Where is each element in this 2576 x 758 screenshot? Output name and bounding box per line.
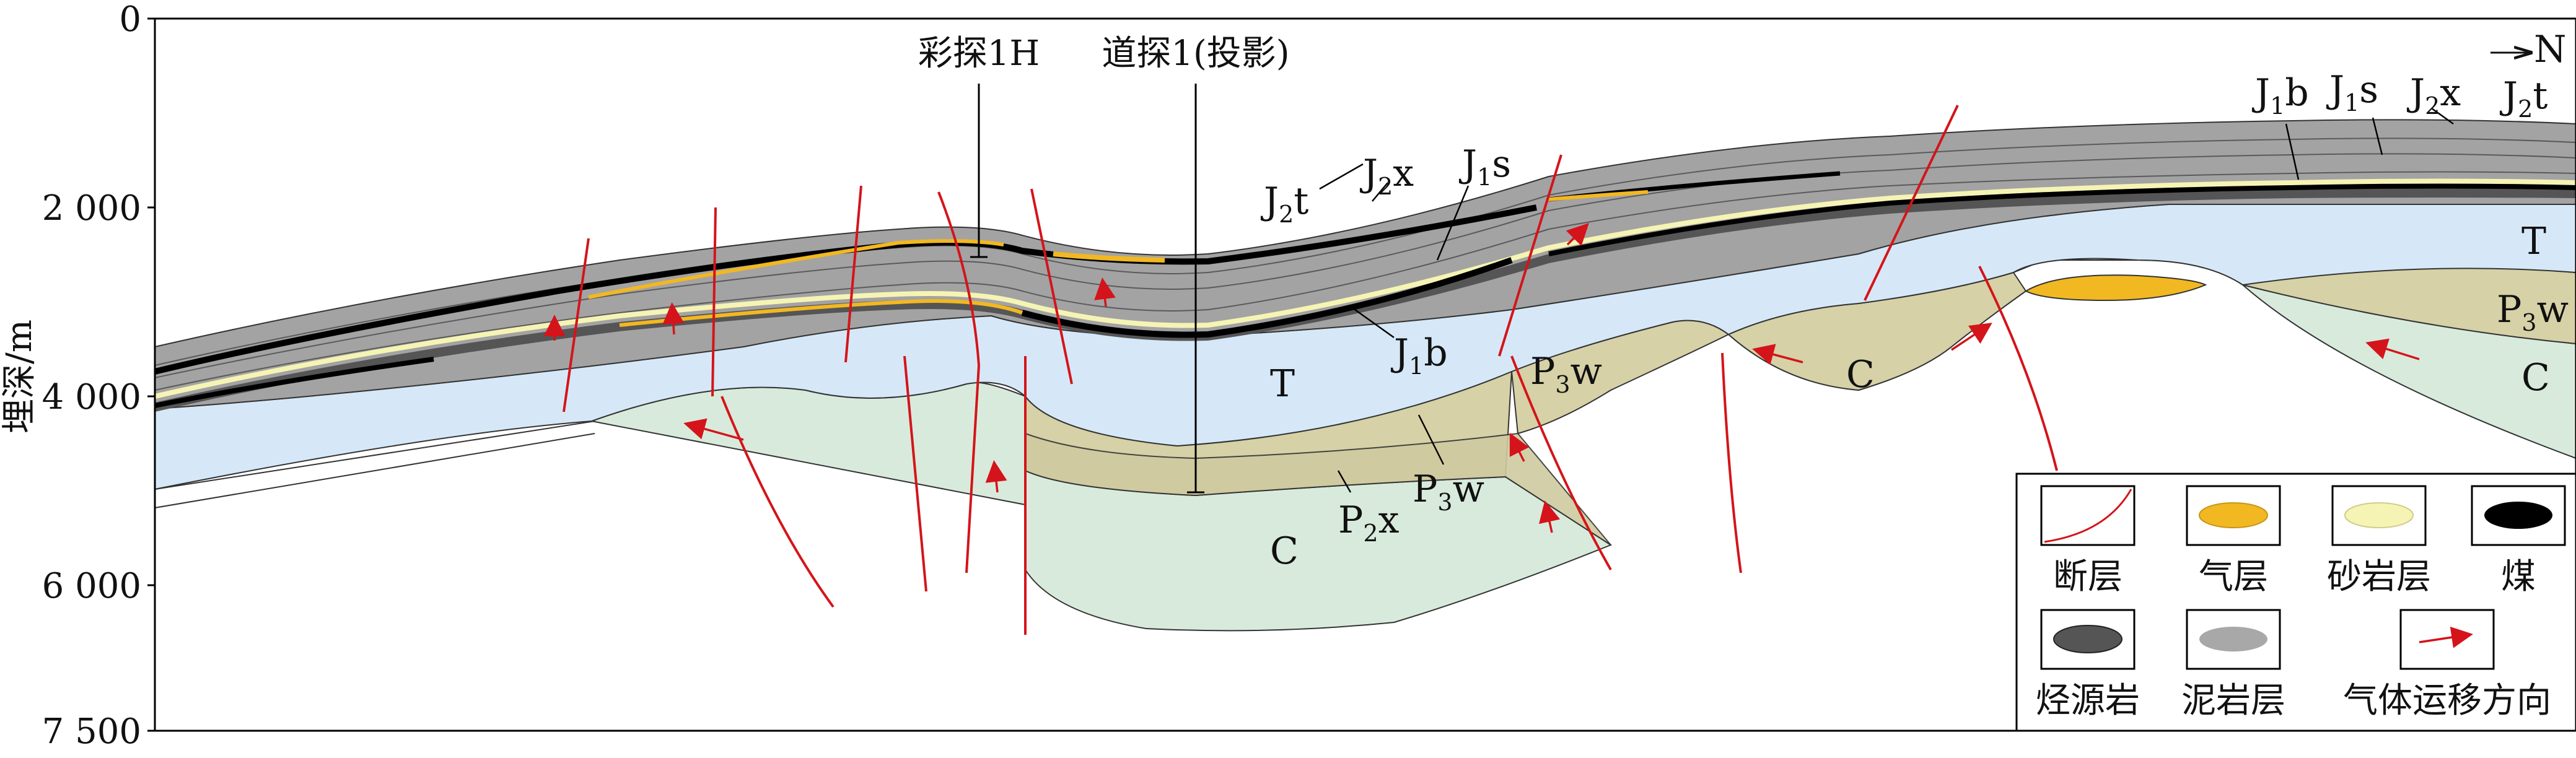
well-label-caitan1h: 彩探1H [918,33,1040,74]
coal-icon [2484,502,2552,529]
legend-item-source-rock: 烃源岩 [2036,609,2140,721]
legend: 断层 气层 砂岩层 煤 烃源岩 泥岩层 [2015,473,2576,732]
tick-label-7500: 7 500 [42,712,141,752]
legend-item-gas-layer: 气层 [2186,485,2281,597]
gas-layer-icon [2199,502,2268,528]
depth-axis [147,17,155,732]
fault-lines [563,105,2058,635]
tick-label-6000: 6 000 [42,566,141,606]
label-c-right: C [2521,356,2550,399]
svg-text:煤: 煤 [2501,557,2536,597]
label-j2t-right: J2t [2499,74,2548,123]
svg-text:气层: 气层 [2199,557,2268,597]
label-j2x-right: J2x [2406,71,2461,120]
label-p3w-lower: P3w [1413,468,1484,516]
source-rock-icon [2053,625,2123,653]
label-t-right: T [2521,220,2546,263]
migration-arrows [543,223,2420,533]
label-t-center: T [1270,362,1295,406]
svg-text:断层: 断层 [2053,557,2123,597]
label-c-middle: C [1846,353,1875,396]
migration-arrow-icon [2419,626,2473,648]
label-j2t: J2t [1260,180,1308,228]
label-p3w-right: P3w [2497,288,2569,336]
label-p2x: P2x [1338,499,1400,547]
label-j1s-right: J1s [2326,68,2378,116]
well-daotan1: 道探1(投影) [1102,33,1290,494]
frame [154,17,2576,732]
svg-text:气体运移方向: 气体运移方向 [2343,681,2551,721]
label-j1b: J1b [1390,331,1448,380]
legend-item-coal: 煤 [2471,485,2566,597]
legend-item-migration: 气体运移方向 [2343,609,2551,721]
well-label-daotan1: 道探1(投影) [1102,33,1289,74]
north-arrow: N [2491,28,2567,71]
label-j1s: J1s [1458,142,1511,191]
label-j2x: J2x [1359,152,1414,200]
label-p3w-center: P3w [1530,350,1602,398]
tick-label-4000: 4 000 [42,377,141,417]
svg-text:泥岩层: 泥岩层 [2181,681,2285,721]
legend-item-sandstone: 砂岩层 [2327,485,2431,597]
fault-icon [2044,489,2132,543]
svg-text:砂岩层: 砂岩层 [2327,557,2431,597]
gas-reservoir [2024,274,2207,302]
y-axis-title: 埋深/m [0,320,40,433]
stratum-labels [1319,107,2454,493]
tick-label-0: 0 [119,0,141,40]
tick-label-2000: 2 000 [42,188,141,229]
label-c-center: C [1270,529,1299,573]
legend-item-mudstone: 泥岩层 [2181,609,2285,721]
well-caitan1h: 彩探1H [918,33,1040,258]
north-label: N [2534,28,2567,71]
depth-tick-labels: 0 2 000 4 000 6 000 7 500 [42,0,141,752]
svg-text:烃源岩: 烃源岩 [2036,681,2140,721]
sandstone-icon [2344,502,2414,528]
mudstone-icon [2199,627,2267,651]
label-j1b-right: J1b [2251,71,2309,120]
legend-item-fault: 断层 [2040,485,2136,597]
